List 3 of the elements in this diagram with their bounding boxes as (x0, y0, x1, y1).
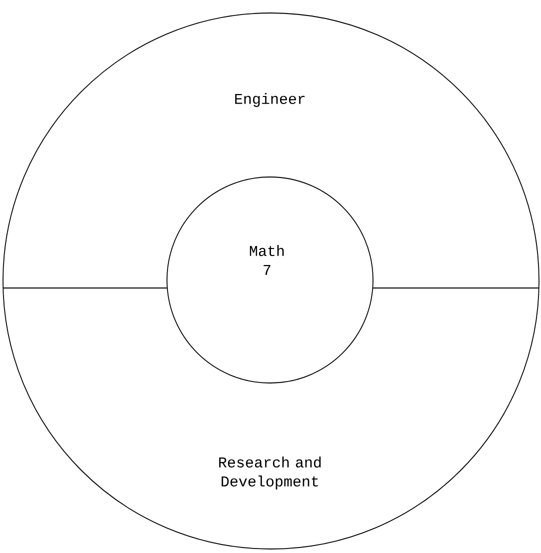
region-label: Research and Development (219, 456, 321, 490)
region-label: Math 7 (250, 245, 284, 275)
region-label: Engineer (235, 93, 305, 107)
